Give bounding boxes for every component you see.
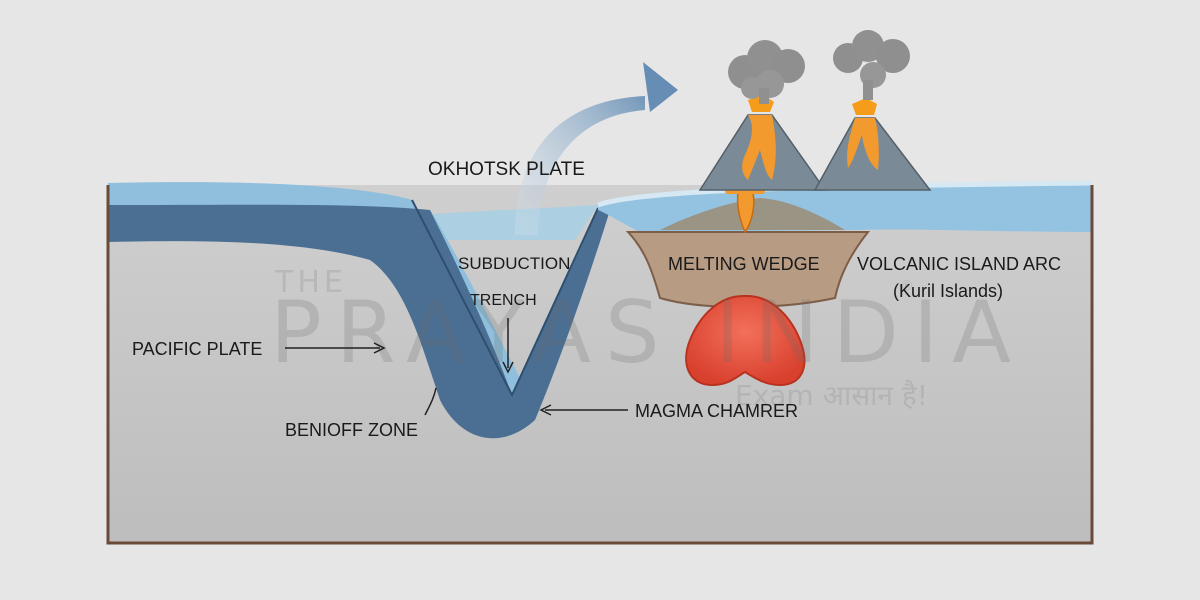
trench-outline	[411, 199, 599, 398]
pacific-plate-slab	[108, 204, 610, 439]
label-kuril-islands: (Kuril Islands)	[893, 281, 1003, 301]
label-melting-wedge: MELTING WEDGE	[668, 254, 820, 274]
watermark-the: THE	[274, 265, 347, 300]
plate-motion-arrow-icon	[515, 62, 678, 235]
pacific-oceanic-crust	[108, 182, 520, 395]
label-benioff-zone: BENIOFF ZONE	[285, 420, 418, 440]
watermark-registered: ®	[900, 278, 914, 294]
label-magma-chamber: MAGMA CHAMRER	[635, 401, 798, 421]
magma-chamber-arrowhead	[539, 404, 552, 416]
ash-cloud-icon	[728, 40, 805, 104]
pacific-plate-arrowhead	[373, 342, 386, 354]
watermark-tagline: Exam आसान है!	[735, 379, 928, 412]
diagram-frame	[106, 185, 1094, 545]
magma-conduit	[736, 191, 755, 234]
trench-water	[412, 205, 598, 240]
watermark: THE PRAYAS INDIA Exam आसान है! ®	[270, 265, 1025, 412]
volcano-icon	[698, 95, 827, 191]
label-volcanic-island-arc: VOLCANIC ISLAND ARC	[857, 254, 1061, 274]
trench-arrowhead	[502, 361, 514, 374]
watermark-name: PRAYAS INDIA	[270, 283, 1025, 383]
magma-chamber	[685, 294, 806, 387]
label-pacific-plate: PACIFIC PLATE	[132, 339, 262, 359]
label-trench: TRENCH	[470, 292, 537, 309]
label-subduction: SUBDUCTION	[458, 254, 570, 273]
label-pointers	[285, 318, 628, 416]
mantle-block	[108, 185, 1092, 543]
ash-cloud-icon	[833, 30, 910, 100]
volcano-icon	[813, 98, 932, 191]
benioff-zone-pointer	[424, 387, 437, 416]
label-okhotsk-plate: OKHOTSK PLATE	[428, 159, 585, 180]
